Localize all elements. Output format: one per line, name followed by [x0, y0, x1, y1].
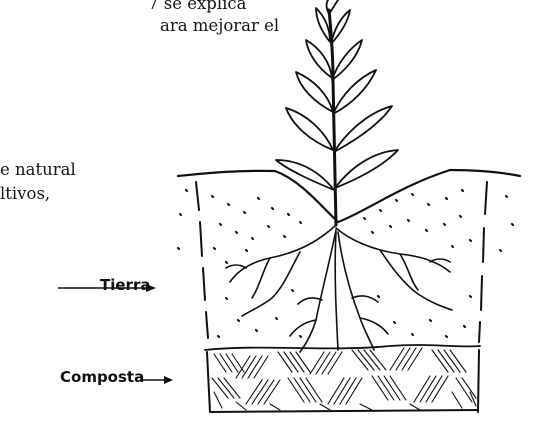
ground-surface-line — [178, 170, 520, 222]
compost-top-line — [205, 345, 480, 350]
compost-left-side — [207, 352, 210, 412]
pit-left-side — [196, 182, 208, 338]
plant-leaves — [276, 0, 398, 190]
plant-roots — [226, 225, 452, 352]
pit-right-side — [479, 182, 487, 342]
compost-label: Composta — [60, 368, 144, 386]
compost-arrow-icon — [140, 373, 174, 387]
soil-arrow-icon — [58, 281, 158, 295]
compost-bottom-line — [210, 410, 478, 412]
soil-stipple — [178, 190, 513, 337]
compost-hatching — [212, 348, 476, 410]
compost-right-side — [478, 350, 479, 412]
